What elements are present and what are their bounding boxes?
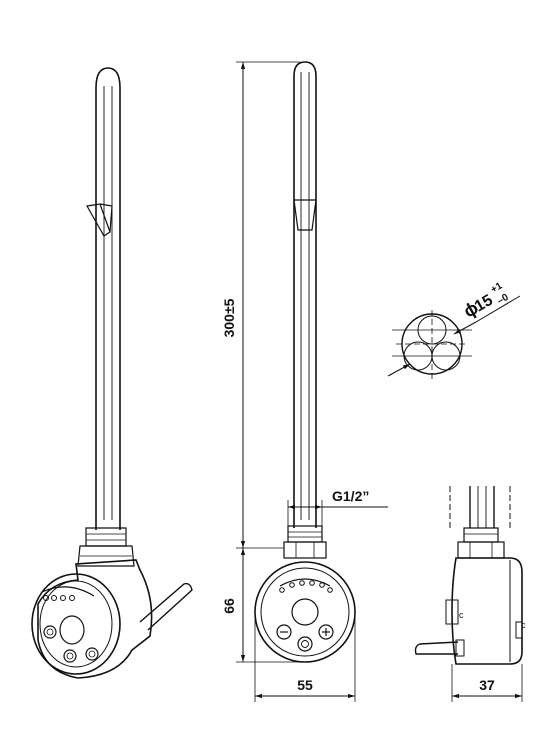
- side-view: c c: [414, 486, 526, 665]
- side-small-mark: c: [459, 610, 464, 620]
- dim-thread: G1/2”: [287, 488, 388, 526]
- dim-body-height: 66: [221, 548, 300, 663]
- iso-controller-body: [31, 559, 193, 679]
- side-small-mark-2: c: [521, 620, 526, 630]
- isometric-view: [31, 67, 193, 679]
- dim-body-depth-label: 37: [479, 677, 495, 693]
- dim-height-300: 300±5: [221, 61, 300, 549]
- side-thread-nut: [457, 527, 505, 559]
- dim-body-width-label: 55: [297, 677, 313, 693]
- front-thread-nut: [283, 525, 327, 559]
- diameter-tol-upper: +1: [489, 280, 505, 295]
- dim-thread-label: G1/2”: [332, 488, 369, 504]
- cross-section: ϕ 15 +1 –0: [387, 280, 521, 380]
- section-diameter-label: ϕ 15 +1 –0: [460, 280, 511, 321]
- dim-height-label: 300±5: [221, 298, 237, 337]
- diameter-tol-lower: –0: [495, 292, 511, 307]
- dim-body-height-label: 66: [221, 598, 237, 614]
- iso-buttons: [43, 625, 99, 663]
- front-heating-rod: [293, 61, 317, 528]
- dim-body-depth: 37: [451, 664, 523, 702]
- diameter-value: 15: [472, 292, 496, 316]
- iso-thread-nut: [77, 527, 135, 567]
- front-controller-body: [254, 561, 356, 663]
- iso-heating-rod: [86, 67, 121, 530]
- side-controller-body: c c: [414, 557, 526, 665]
- front-view: [254, 61, 356, 663]
- front-buttons: [276, 624, 334, 652]
- side-heating-rod: [449, 486, 511, 528]
- dim-body-width: 55: [254, 612, 356, 702]
